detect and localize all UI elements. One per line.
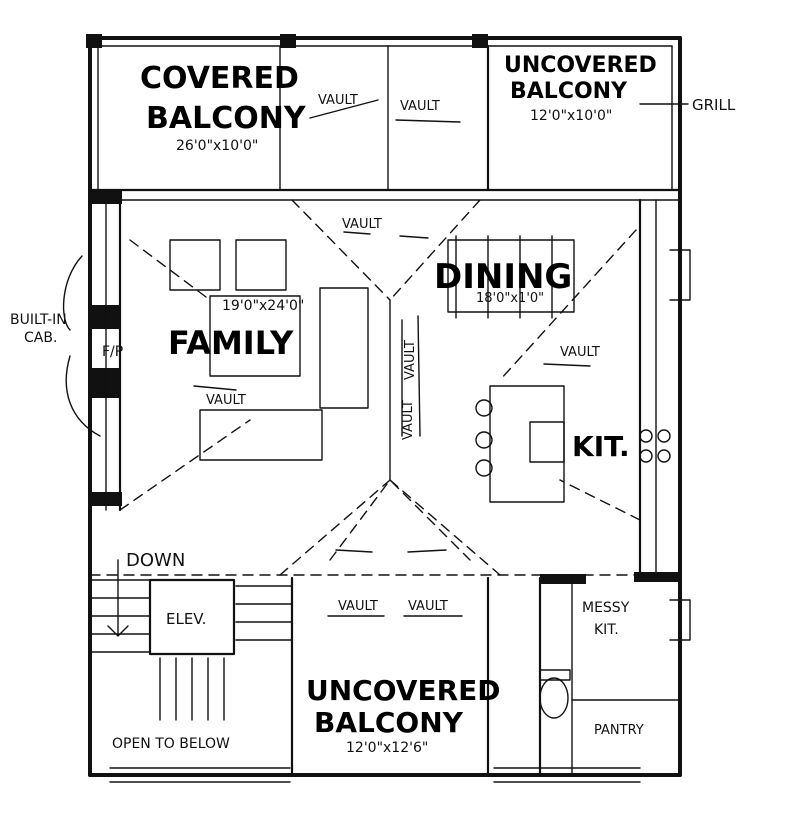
stairs: [91, 559, 293, 721]
pantry-name: PANTRY: [594, 723, 644, 738]
kitchen-island: [475, 385, 565, 503]
covered-balcony-name-1: COVERED: [140, 61, 299, 96]
vault-label-lower-left: VAULT: [338, 599, 378, 614]
family-furniture: [169, 239, 369, 461]
covered-balcony-size: 26'0"x10'0": [176, 138, 258, 154]
dining-name: DINING: [434, 257, 572, 297]
kitchen-name: KIT.: [572, 430, 630, 463]
uncovered-balcony-bottom-size: 12'0"x12'6": [346, 740, 428, 756]
vault-label-dining-left: VAULT: [342, 217, 382, 232]
toilet: [539, 669, 571, 719]
vault-label-center-vertical-1: VAULT: [401, 400, 416, 440]
uncovered-balcony-top-size: 12'0"x10'0": [530, 108, 612, 124]
windows: [109, 249, 691, 783]
vault-lines: [119, 199, 641, 576]
vault-label-center-vertical-2: VAULT: [403, 340, 418, 380]
vault-label-balcony-right: VAULT: [400, 99, 440, 114]
vault-label-balcony-left: VAULT: [318, 93, 358, 108]
cooktop: [639, 429, 671, 463]
grill-label: GRILL: [692, 96, 736, 114]
family-size: 19'0"x24'0": [222, 298, 304, 314]
elevator-name: ELEV.: [166, 610, 206, 628]
down-label: DOWN: [126, 550, 185, 571]
vault-label-lower-right: VAULT: [408, 599, 448, 614]
vault-label-kitchen: VAULT: [560, 345, 600, 360]
dining-size: 18'0"x1'0": [476, 291, 544, 306]
vault-label-family: VAULT: [206, 393, 246, 408]
built-in-cab-label-1: BUILT-IN: [10, 312, 67, 328]
family-name: FAMILY: [168, 324, 294, 362]
uncovered-balcony-bottom-name-2: BALCONY: [314, 706, 464, 739]
interior-walls: [88, 44, 682, 777]
messy-kitchen-name-1: MESSY: [582, 600, 630, 616]
uncovered-balcony-top-name-1: UNCOVERED: [504, 53, 657, 78]
vault-arrows: [193, 99, 591, 617]
uncovered-balcony-top-name-2: BALCONY: [510, 79, 628, 104]
elevator-box: [148, 578, 236, 656]
dining-table: [447, 235, 575, 319]
leader-lines: [62, 103, 689, 437]
open-to-below-label: OPEN TO BELOW: [112, 736, 230, 752]
covered-balcony-name-2: BALCONY: [146, 101, 307, 136]
exterior-walls: [88, 36, 682, 777]
messy-kitchen-name-2: KIT.: [594, 622, 619, 638]
uncovered-balcony-bottom-name-1: UNCOVERED: [306, 674, 501, 707]
fireplace-label: F/P: [102, 344, 123, 360]
built-in-cab-label-2: CAB.: [24, 330, 57, 346]
